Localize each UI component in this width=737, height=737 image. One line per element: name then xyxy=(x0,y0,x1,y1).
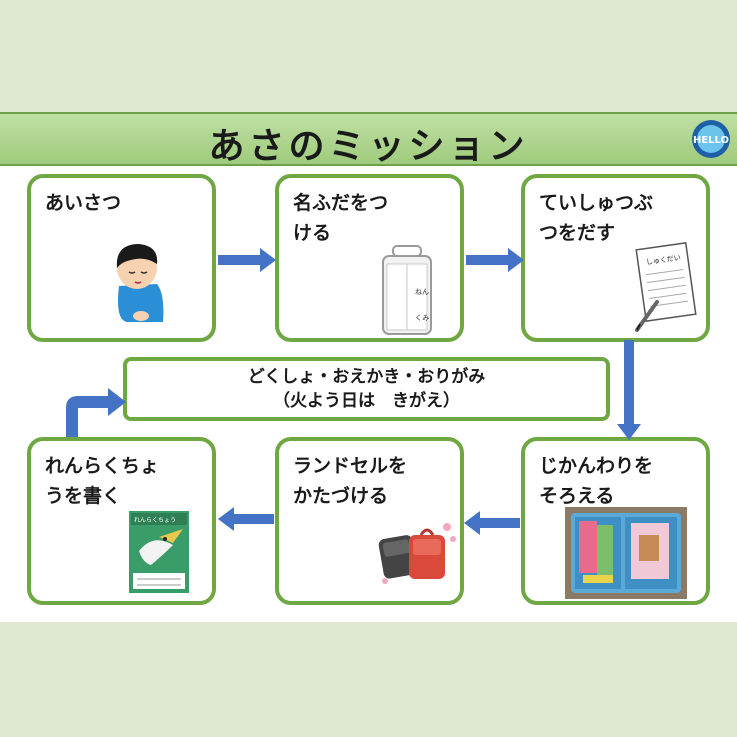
step-nametag: 名ふだをつ ける ねん くみ xyxy=(275,174,464,342)
page-title: あさのミッション xyxy=(208,126,529,167)
step-notebook-label: れんらくちょ うを書く xyxy=(45,455,160,507)
arrow-timetable-to-backpack xyxy=(464,511,520,535)
slide: あさのミッション HELLO あいさつ 名ふだをつ ける xyxy=(0,112,737,622)
homework-sheet-icon: しゅくだい xyxy=(635,242,697,332)
nametag-icon: ねん くみ xyxy=(382,245,432,335)
free-time-line1: どくしょ・おえかき・おりがみ xyxy=(247,367,486,387)
arrow-submit-to-timetable xyxy=(617,340,641,440)
free-time-line2: （火よう日は きがえ） xyxy=(273,391,460,411)
step-backpack-label: ランドセルを かたづける xyxy=(293,455,408,507)
step-greeting-label: あいさつ xyxy=(45,192,122,214)
step-submit-label: ていしゅつぶ つをだす xyxy=(539,192,654,244)
step-notebook: れんらくちょ うを書く れんらくちょう xyxy=(27,437,216,605)
title-bar: あさのミッション HELLO xyxy=(0,112,737,167)
step-timetable: じかんわりを そろえる xyxy=(521,437,710,605)
arrow-notebook-to-freetime xyxy=(66,388,126,437)
free-time-banner: どくしょ・おえかき・おりがみ （火よう日は きがえ） xyxy=(123,357,610,421)
step-nametag-label: 名ふだをつ ける xyxy=(293,192,389,244)
backpack-icon xyxy=(378,523,456,584)
arrow-nametag-to-submit xyxy=(466,248,524,272)
nametag-text-b: くみ xyxy=(415,314,429,322)
hello-badge-text: HELLO xyxy=(693,135,729,146)
arrow-backpack-to-notebook xyxy=(218,507,274,531)
desk-tray-photo-icon xyxy=(565,507,687,599)
arrow-greeting-to-nametag xyxy=(218,248,276,272)
notebook-text: れんらくちょう xyxy=(134,517,176,524)
step-submit: ていしゅつぶ つをだす しゅくだい xyxy=(521,174,710,342)
step-backpack: ランドセルを かたづける xyxy=(275,437,464,605)
bowing-boy-icon xyxy=(116,244,164,322)
nametag-text-a: ねん xyxy=(415,288,429,296)
hello-badge-icon: HELLO xyxy=(692,120,730,158)
step-greeting: あいさつ xyxy=(27,174,216,342)
notebook-icon: れんらくちょう xyxy=(129,511,189,593)
step-timetable-label: じかんわりを そろえる xyxy=(539,455,654,507)
